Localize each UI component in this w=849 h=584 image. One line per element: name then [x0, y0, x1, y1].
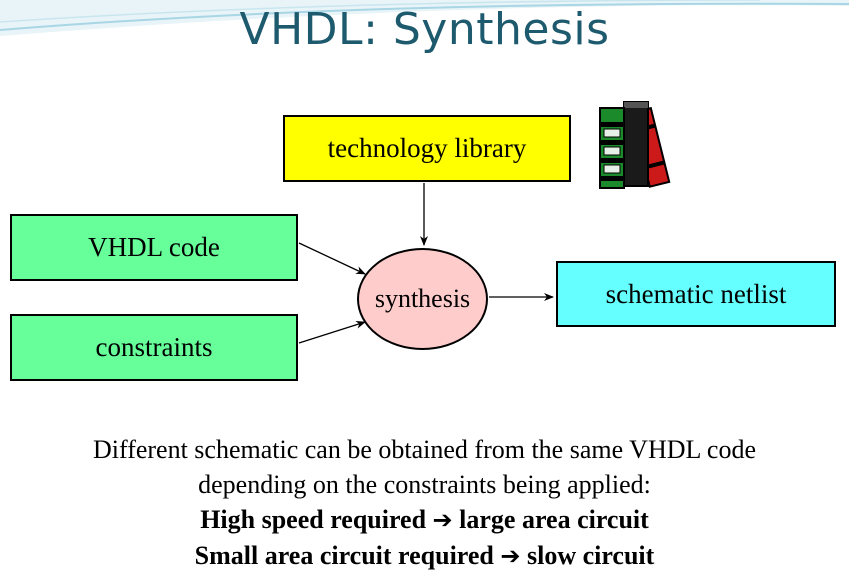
rule-high-speed-condition: High speed required — [200, 505, 427, 534]
right-arrow-icon: ➔ — [500, 542, 521, 570]
schematic-netlist-box: schematic netlist — [556, 261, 836, 327]
vhdl-code-box: VHDL code — [10, 214, 298, 281]
rule-small-area-condition: Small area circuit required — [194, 541, 494, 570]
description-block: Different schematic can be obtained from… — [0, 432, 849, 574]
description-line-1: Different schematic can be obtained from… — [93, 435, 756, 464]
technology-library-box: technology library — [283, 115, 571, 182]
technology-library-label: technology library — [327, 133, 527, 163]
right-arrow-icon: ➔ — [432, 506, 453, 534]
synthesis-ellipse: synthesis — [357, 248, 488, 350]
constraints-label: constraints — [95, 332, 213, 362]
rule-small-area: Small area circuit required ➔ slow circu… — [0, 538, 849, 574]
schematic-netlist-label: schematic netlist — [605, 278, 787, 309]
page-title: VHDL: Synthesis — [239, 4, 610, 55]
arrow-vhdl-to-synthesis — [298, 242, 366, 275]
rule-small-area-result: slow circuit — [526, 541, 655, 570]
vhdl-code-label: VHDL code — [88, 232, 220, 262]
synthesis-label: synthesis — [374, 284, 471, 313]
books-icon — [599, 101, 671, 189]
rule-high-speed-result: large area circuit — [459, 505, 649, 534]
constraints-box: constraints — [10, 314, 298, 381]
header-swoosh-decoration — [0, 0, 849, 36]
description-line-2: depending on the constraints being appli… — [198, 470, 651, 499]
rule-high-speed: High speed required ➔ large area circuit — [0, 502, 849, 538]
arrow-constraints-to-synthesis — [298, 320, 366, 344]
